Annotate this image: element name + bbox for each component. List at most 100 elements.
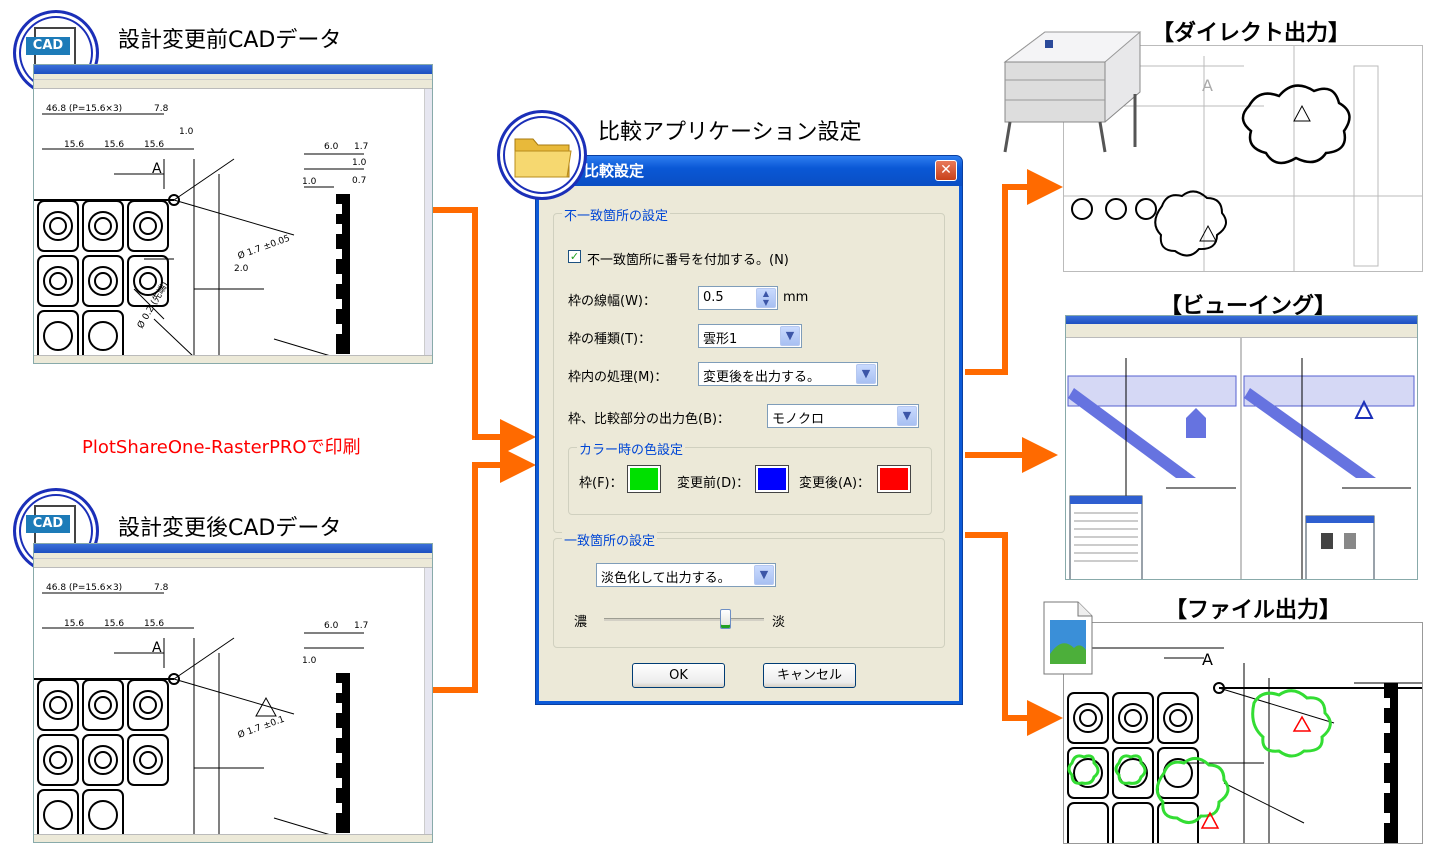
color-group-title: カラー時の色設定 [577, 439, 686, 458]
folder-icon [514, 138, 572, 178]
direct-output-title: 【ダイレクト出力】 [1152, 21, 1351, 46]
cloud-frame [1154, 190, 1227, 257]
before-color-swatch[interactable] [755, 465, 789, 493]
arrow-to-direct [965, 169, 1063, 375]
after-color-swatch[interactable] [877, 465, 911, 493]
dim-text: 1.7 [354, 142, 368, 152]
cad-label: CAD [26, 515, 70, 533]
dim-text: A [152, 640, 162, 656]
after-cad-title: 設計変更後CADデータ [118, 516, 342, 541]
frame-type-value: 雲形1 [703, 332, 738, 347]
chevron-down-icon[interactable]: ▼ [780, 326, 800, 346]
dim-text: 0.7 [352, 176, 366, 186]
file-output-drawing: A [1067, 647, 1422, 843]
output-color-select[interactable]: モノクロ ▼ [767, 404, 919, 428]
dark-label: 濃 [574, 615, 588, 630]
line-width-label: 枠の線幅(W)： [568, 294, 656, 309]
inner-process-label: 枠内の処理(M)： [568, 370, 668, 385]
density-slider-thumb[interactable] [719, 609, 731, 629]
dim-text: 46.8 (P=15.6×3) [46, 104, 122, 114]
dim-text: 6.0 [324, 142, 339, 152]
output-color-label: 枠、比較部分の出力色(B)： [568, 412, 731, 427]
file-output-title: 【ファイル出力】 [1165, 598, 1342, 623]
dim-text: 15.6 [144, 140, 164, 150]
viewing-drawing [1067, 338, 1415, 579]
after-cad-window: 46.8 (P=15.6×3) 7.8 15.6 15.6 15.6 A 6.0… [33, 543, 433, 843]
ok-button[interactable]: OK [632, 663, 725, 688]
cloud-frame [1251, 689, 1332, 758]
match-process-select[interactable]: 淡色化して出力する。 ▼ [596, 563, 776, 587]
dim-text: 15.6 [104, 619, 124, 629]
cloud-frame [1155, 757, 1230, 824]
cloud-frame [1241, 84, 1351, 165]
dim-text: 1.0 [352, 158, 367, 168]
add-number-label: 不一致箇所に番号を付加する。(N) [587, 253, 789, 268]
cloud-frame [1114, 754, 1147, 785]
folder-badge [497, 110, 587, 200]
mismatch-group: 不一致箇所の設定 ✓ 不一致箇所に番号を付加する。(N) 枠の線幅(W)： 0.… [553, 205, 945, 533]
dim-text: 1.0 [179, 127, 194, 137]
chevron-down-icon[interactable]: ▼ [856, 364, 876, 384]
output-color-value: モノクロ [772, 412, 825, 427]
density-slider-track[interactable] [604, 618, 764, 621]
chevron-down-icon[interactable]: ▼ [754, 565, 774, 585]
frame-type-label: 枠の種類(T)： [568, 332, 652, 347]
dim-text: A [1202, 76, 1213, 95]
close-icon[interactable]: ✕ [935, 160, 957, 181]
frame-type-select[interactable]: 雲形1 ▼ [698, 324, 802, 348]
dim-text: 6.0 [324, 621, 339, 631]
dim-text: 15.6 [64, 140, 84, 150]
line-width-value: 0.5 [703, 290, 724, 305]
warning-icon [1292, 715, 1312, 732]
direct-output-panel: A [1063, 45, 1423, 272]
file-output-panel: A [1063, 622, 1423, 844]
image-file-icon [1043, 601, 1093, 675]
inner-process-value: 変更後を出力する。 [703, 370, 821, 385]
after-cad-drawing: 46.8 (P=15.6×3) 7.8 15.6 15.6 15.6 A 6.0… [34, 583, 368, 836]
dim-text: 15.6 [104, 140, 124, 150]
before-cad-window: 46.8 (P=15.6×3) 7.8 15.6 15.6 15.6 1.0 A… [33, 64, 433, 364]
dim-text: A [152, 161, 162, 177]
plotter-printer-icon [1003, 31, 1142, 153]
before-color-label: 変更前(D)： [677, 476, 750, 491]
line-width-spinner[interactable]: 0.5 ▲▼ [698, 286, 778, 310]
light-label: 淡 [772, 615, 786, 630]
mismatch-group-title: 不一致箇所の設定 [562, 205, 671, 224]
inner-process-select[interactable]: 変更後を出力する。 ▼ [698, 362, 878, 386]
arrow-after-to-dialog [433, 447, 536, 693]
direct-output-drawing: A [1064, 46, 1422, 271]
line-width-unit: mm [783, 290, 809, 305]
frame-color-label: 枠(F)： [579, 476, 623, 491]
arrow-to-file [965, 532, 1063, 736]
spinner-icon[interactable]: ▲▼ [756, 288, 776, 308]
match-group-title: 一致箇所の設定 [562, 530, 658, 549]
app-settings-title: 比較アプリケーション設定 [598, 120, 862, 145]
dim-text: 7.8 [154, 583, 169, 593]
cad-label: CAD [26, 37, 70, 55]
change-list-title: 変更箇所一覧 [1076, 483, 1113, 490]
cad-badge-after: CAD [13, 488, 99, 574]
print-label: PlotShareOne-RasterPROで印刷 [82, 437, 361, 458]
dim-text: 2.0 [234, 264, 249, 274]
arrow-before-to-dialog [433, 207, 536, 455]
frame-color-swatch[interactable] [627, 465, 661, 493]
dim-text: A [1202, 650, 1213, 669]
add-number-checkbox[interactable]: ✓ [568, 250, 581, 263]
dim-text: 1.0 [302, 177, 317, 187]
color-group: カラー時の色設定 枠(F)： 変更前(D)： 変更後(A)： [568, 439, 932, 515]
warning-icon [1293, 104, 1311, 122]
dim-text: 1.0 [302, 656, 317, 666]
after-color-label: 変更後(A)： [799, 476, 871, 491]
dim-text: 7.8 [154, 104, 169, 114]
dialog-title: 比較設定 [536, 156, 962, 186]
chevron-down-icon[interactable]: ▼ [897, 406, 917, 426]
cancel-button[interactable]: キャンセル [763, 663, 856, 688]
cloud-frame [1067, 754, 1100, 785]
viewing-window: 変更箇所一覧 [1065, 315, 1418, 580]
before-cad-drawing: 46.8 (P=15.6×3) 7.8 15.6 15.6 15.6 1.0 A… [34, 104, 368, 357]
dim-text: 46.8 (P=15.6×3) [46, 583, 122, 593]
dim-text: 15.6 [64, 619, 84, 629]
match-process-value: 淡色化して出力する。 [601, 571, 731, 586]
warning-icon [1199, 224, 1217, 242]
